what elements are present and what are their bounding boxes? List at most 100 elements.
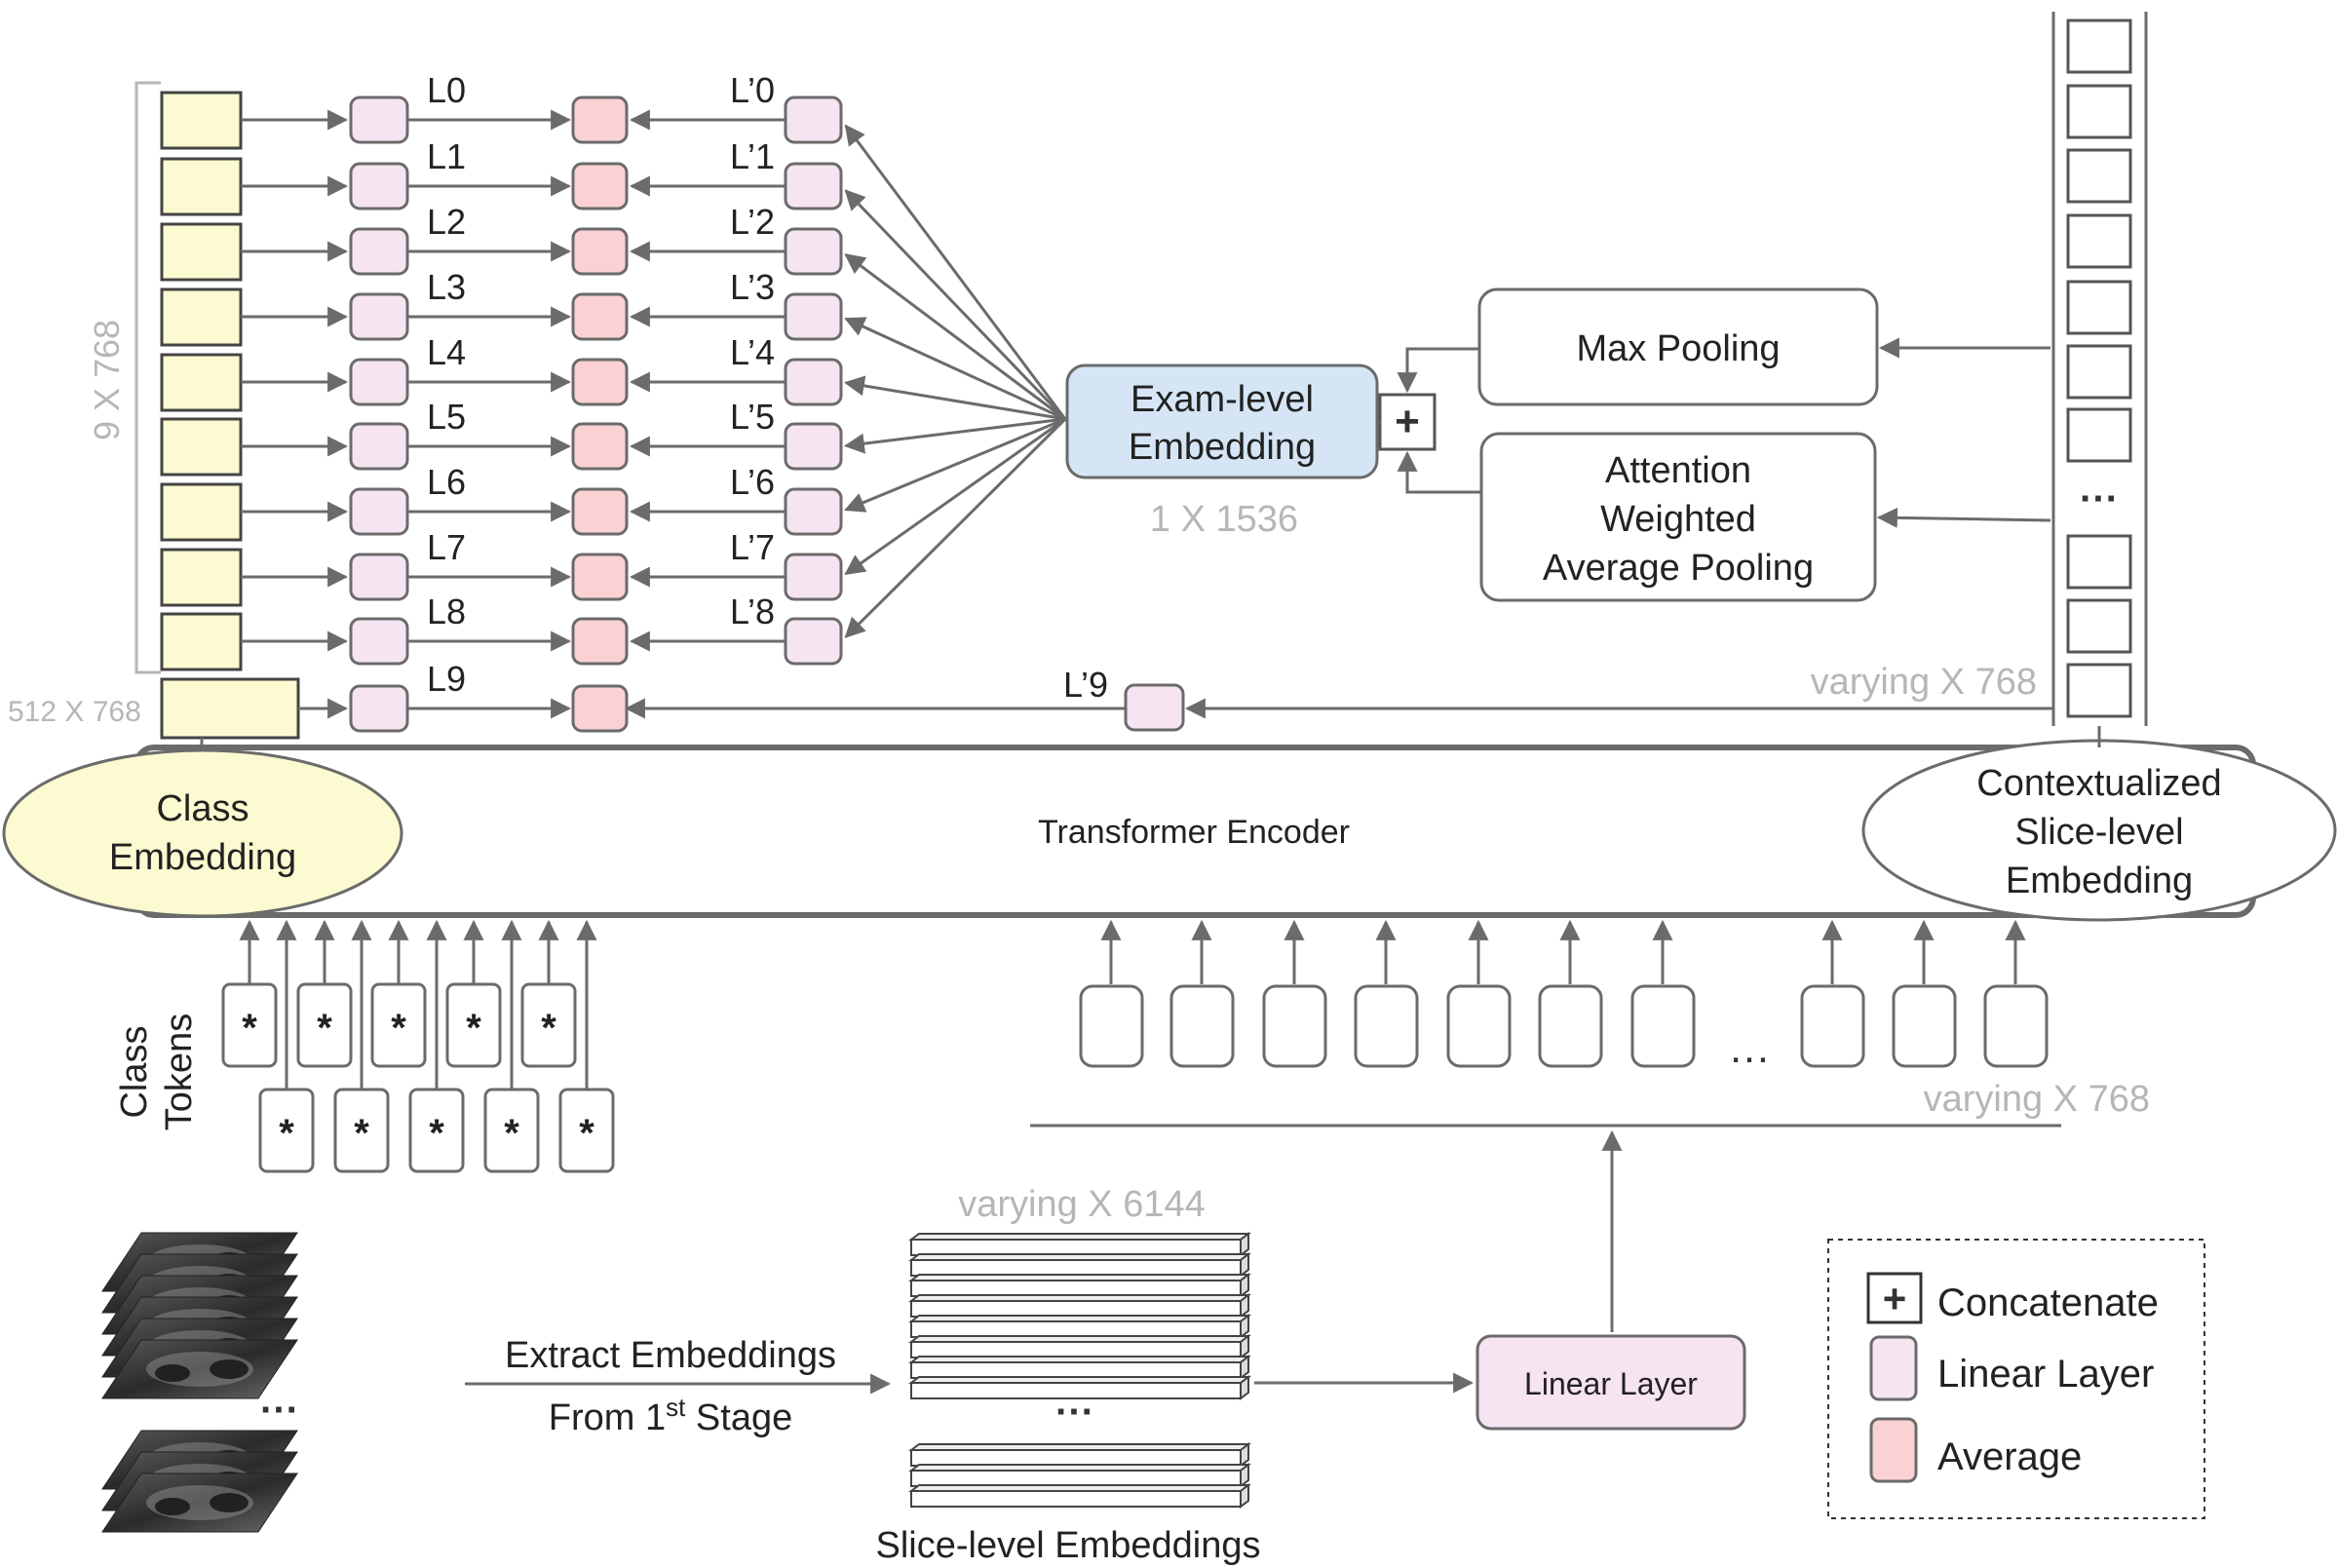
bracket-9x768 bbox=[134, 81, 161, 674]
l-label-2: L2 bbox=[427, 202, 466, 242]
dim-varying-768-top: varying X 768 bbox=[1811, 662, 2037, 703]
slice-token-3 bbox=[1354, 984, 1419, 1068]
l-label-8: L8 bbox=[427, 592, 466, 631]
average-box-9 bbox=[571, 684, 629, 733]
linear-layer-box-l5 bbox=[349, 422, 409, 471]
contextualized-label-3: Embedding bbox=[2006, 860, 2193, 901]
slice-emb-bar-side-1 bbox=[1240, 1252, 1249, 1278]
class-embedding-box-4 bbox=[160, 353, 243, 412]
class-embedding-box-7 bbox=[160, 548, 243, 607]
class-token-star-upper-4: * bbox=[541, 1007, 556, 1050]
l-label-3: L3 bbox=[427, 267, 466, 307]
class-embedding-label-2: Embedding bbox=[109, 837, 296, 878]
ct-slice-stack-image bbox=[101, 1232, 298, 1533]
class-embedding-box-0 bbox=[160, 91, 243, 150]
class-embedding-box-2 bbox=[160, 222, 243, 282]
dim-9x768: 9 X 768 bbox=[87, 320, 127, 440]
slice-emb-bar-side-2 bbox=[1240, 1273, 1249, 1298]
dim-varying-6144: varying X 6144 bbox=[958, 1184, 1206, 1225]
max-pooling-label: Max Pooling bbox=[1576, 328, 1780, 369]
slice-emb-bar-front-0 bbox=[910, 1239, 1242, 1256]
lp-label-8: L’8 bbox=[730, 592, 775, 631]
class-token-star-upper-0: * bbox=[242, 1007, 257, 1050]
exam-to-lp-arrow-3 bbox=[844, 317, 1066, 421]
legend-concatenate-icon bbox=[1866, 1272, 1923, 1324]
class-tokens: ********** bbox=[221, 919, 615, 1173]
slice-emb-bar-side-8 bbox=[1240, 1442, 1249, 1468]
linear-layer-box bbox=[1476, 1334, 1746, 1431]
ct-slice-layer-8 bbox=[101, 1472, 298, 1533]
average-box-3 bbox=[571, 292, 629, 341]
linear-layer-box-lp1 bbox=[784, 162, 843, 210]
lp-label-4: L’4 bbox=[730, 332, 775, 372]
slice-emb-bar-side-6 bbox=[1240, 1355, 1249, 1380]
exam-embedding-box bbox=[1065, 363, 1379, 479]
attnpool-to-concat-arrow bbox=[1397, 450, 1481, 494]
linear-layer-box-lp6 bbox=[784, 487, 843, 536]
l-label-0: L0 bbox=[427, 70, 466, 110]
slice-level-embedding-stack bbox=[908, 1232, 1251, 1509]
class-token-star-upper-3: * bbox=[466, 1007, 481, 1050]
class-token-star-lower-4: * bbox=[579, 1112, 594, 1155]
linear-layer-box-l1 bbox=[349, 162, 409, 210]
column-cell-6 bbox=[2066, 407, 2132, 463]
class-token-star-lower-3: * bbox=[504, 1112, 519, 1155]
average-box-2 bbox=[571, 227, 629, 276]
linear-layer-box-lp0 bbox=[784, 96, 843, 144]
slice-token-8 bbox=[1892, 984, 1957, 1068]
slice-token-9 bbox=[1983, 984, 2049, 1068]
slice-emb-bar-2 bbox=[908, 1273, 1251, 1298]
slice-emb-bar-5 bbox=[908, 1334, 1251, 1359]
slice-emb-bar-top-3 bbox=[908, 1294, 1251, 1302]
slice-emb-bar-top-2 bbox=[908, 1274, 1251, 1281]
average-box-6 bbox=[571, 487, 629, 536]
maxpool-to-concat-arrow bbox=[1397, 347, 1479, 394]
linear-layer-box-lp9 bbox=[1124, 683, 1185, 732]
contextualized-label-2: Slice-level bbox=[2014, 812, 2183, 853]
linear-layer-box-lp2 bbox=[784, 227, 843, 276]
exam-to-lp-arrow-5 bbox=[843, 417, 1066, 454]
lp-label-0: L’0 bbox=[730, 70, 775, 110]
average-box-5 bbox=[571, 422, 629, 471]
class-tokens-label-1: Class bbox=[114, 1025, 155, 1118]
slice-token-2 bbox=[1262, 984, 1327, 1068]
column-cell-8 bbox=[2066, 598, 2132, 654]
contextualized-label-1: Contextualized bbox=[1976, 763, 2221, 804]
class-token-star-lower-1: * bbox=[354, 1112, 369, 1155]
slice-emb-bar-top-7 bbox=[908, 1376, 1251, 1384]
slice-emb-bar-side-9 bbox=[1240, 1463, 1249, 1488]
attention-pooling-label-2: Weighted bbox=[1600, 499, 1756, 540]
column-cell-5 bbox=[2066, 344, 2132, 400]
slice-emb-bar-front-6 bbox=[910, 1361, 1242, 1379]
class-embedding-ellipse bbox=[2, 748, 403, 918]
slice-emb-bar-1 bbox=[908, 1252, 1251, 1278]
class-embedding-label-1: Class bbox=[156, 788, 249, 829]
slice-emb-bar-top-4 bbox=[908, 1315, 1251, 1322]
slice-emb-bar-front-9 bbox=[910, 1470, 1242, 1487]
slice-emb-bar-side-4 bbox=[1240, 1314, 1249, 1339]
l-label-5: L5 bbox=[427, 397, 466, 437]
exam-to-lp-arrow-0 bbox=[844, 124, 1067, 420]
slice-token-7 bbox=[1800, 984, 1865, 1068]
lp-label-2: L’2 bbox=[730, 202, 775, 242]
slice-level-embeddings-label: Slice-level Embeddings bbox=[876, 1525, 1261, 1566]
max-pooling-box bbox=[1477, 287, 1879, 406]
class-embedding-box-6 bbox=[160, 482, 243, 542]
class-embedding-box-wide bbox=[160, 677, 300, 740]
slice-emb-bar-3 bbox=[908, 1293, 1251, 1319]
ct-slice-face-8 bbox=[101, 1472, 298, 1533]
transformer-encoder-label: Transformer Encoder bbox=[1038, 814, 1350, 851]
slice-emb-bar-4 bbox=[908, 1314, 1251, 1339]
linear-layer-box-l8 bbox=[349, 617, 409, 666]
class-embedding-box-8 bbox=[160, 612, 243, 671]
extract-embeddings-line2: From 1st Stage bbox=[549, 1393, 792, 1438]
slice-emb-bar-10 bbox=[908, 1483, 1251, 1509]
column-cell-1 bbox=[2066, 84, 2132, 139]
exam-embedding-label-2: Embedding bbox=[1129, 427, 1316, 468]
average-box-7 bbox=[571, 553, 629, 601]
dim-512x768: 512 X 768 bbox=[8, 696, 141, 728]
column-cell-3 bbox=[2066, 213, 2132, 269]
slice-emb-bar-side-7 bbox=[1240, 1375, 1249, 1400]
